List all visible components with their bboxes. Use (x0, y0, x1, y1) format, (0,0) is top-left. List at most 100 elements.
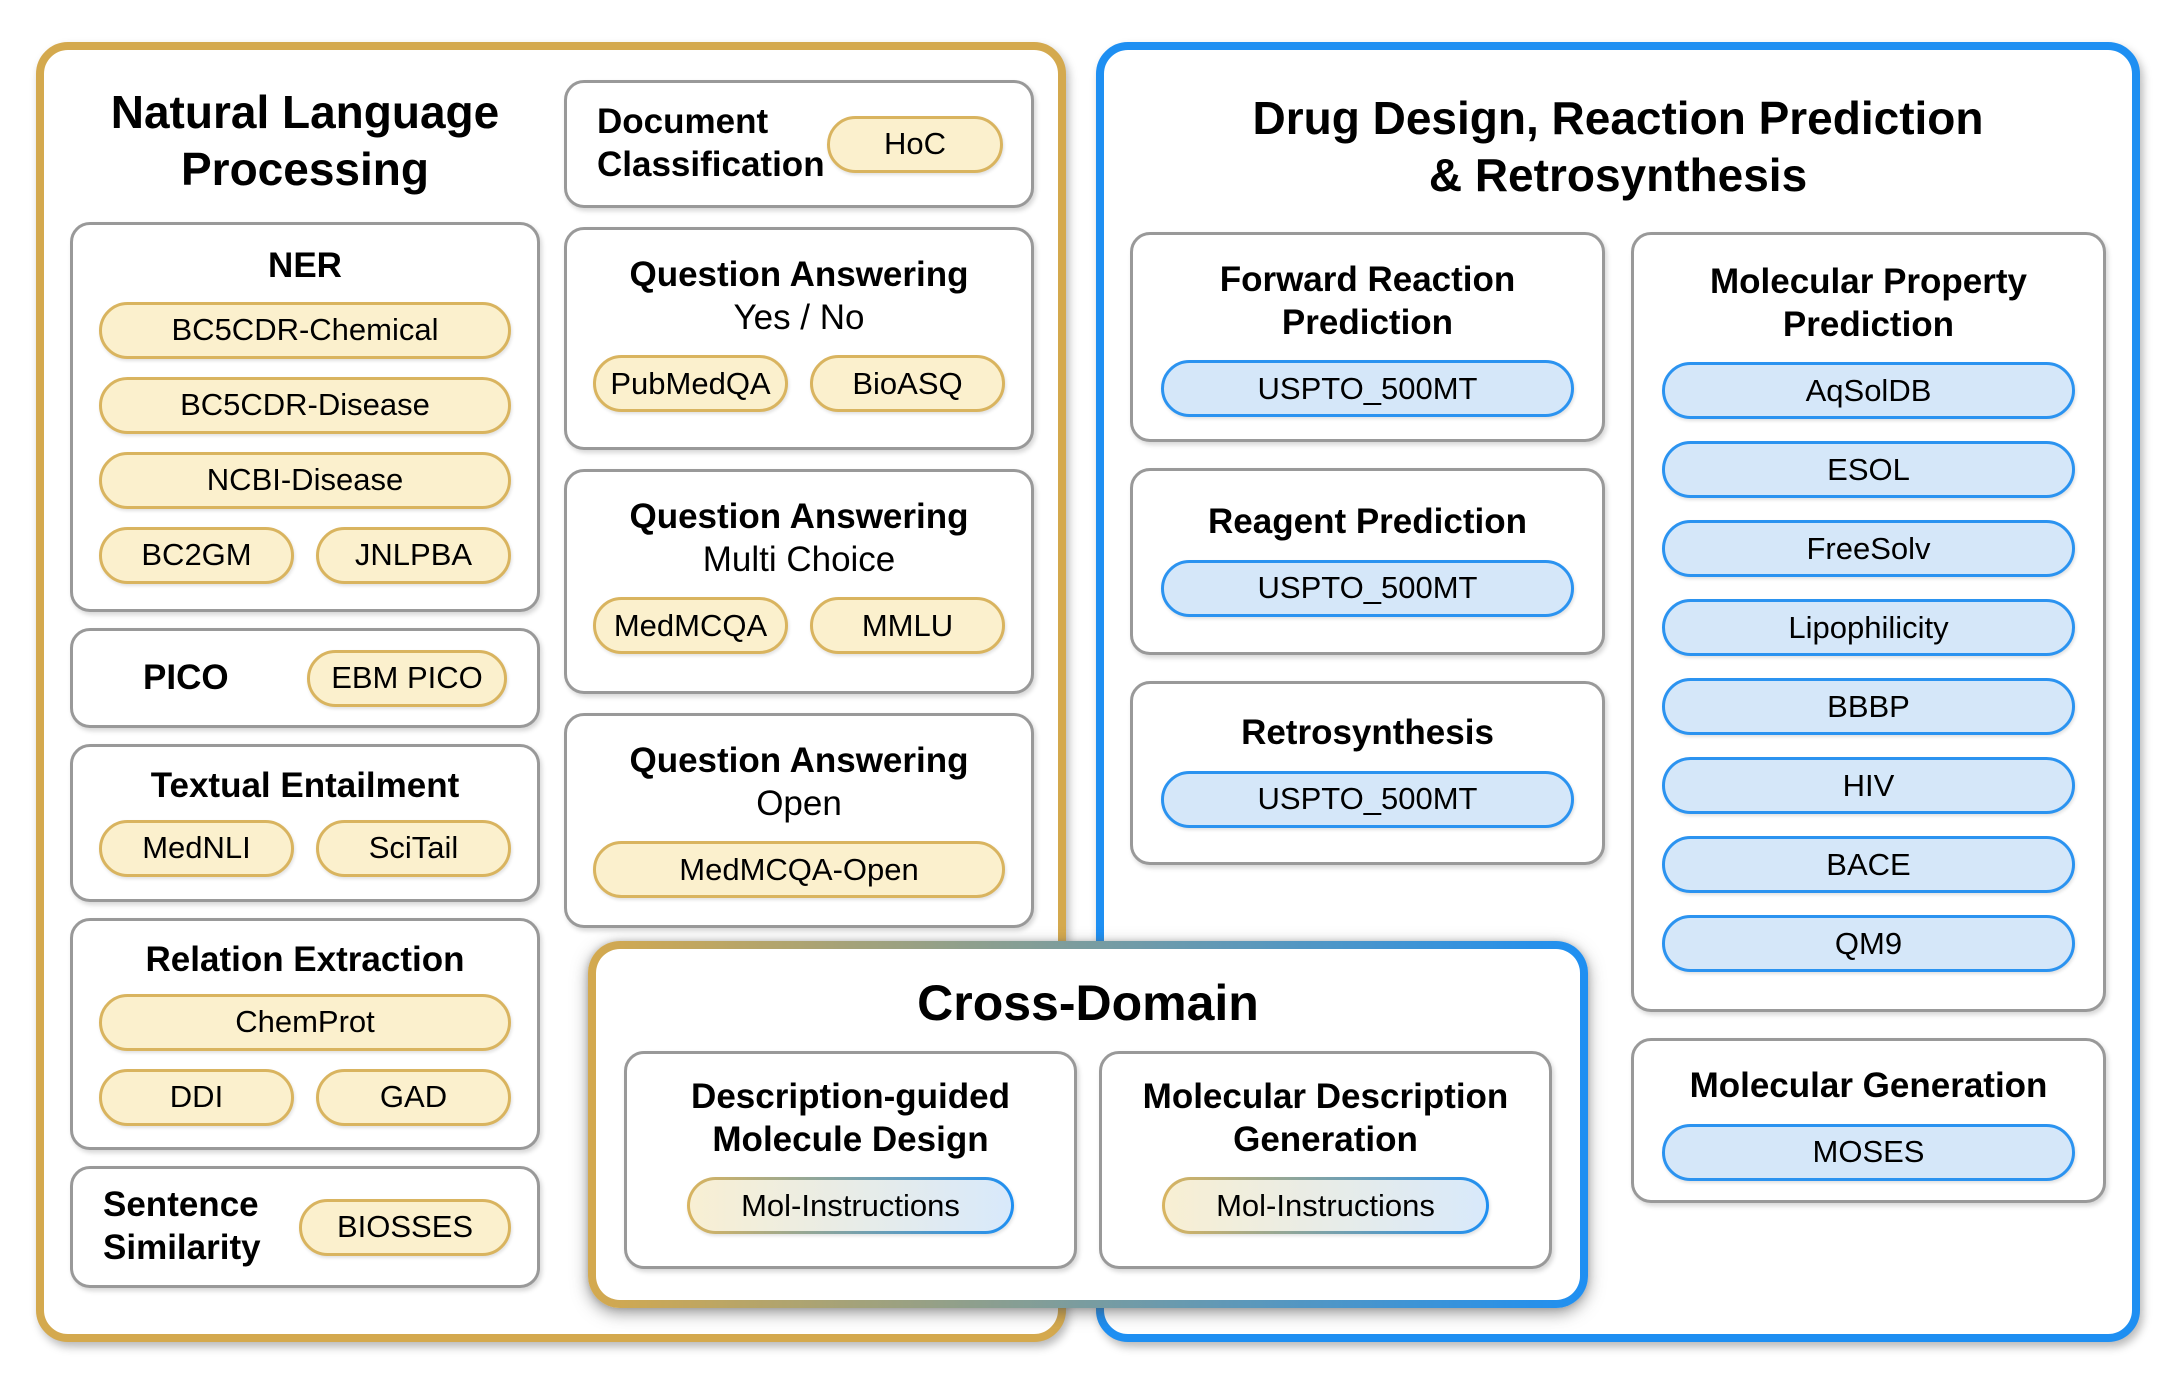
molecule-design-header: Description-guided Molecule Design (651, 1076, 1050, 1161)
description-generation-header: Molecular Description Generation (1126, 1076, 1525, 1161)
molecular-property-header-line2: Prediction (1782, 304, 1955, 344)
drug-design-panel: Drug Design, Reaction Prediction & Retro… (1096, 42, 2140, 1342)
pill-uspto-500mt-forward: USPTO_500MT (1161, 360, 1574, 418)
pill-esol: ESOL (1662, 441, 2075, 499)
nlp-column-1: Natural Language Processing NER BC5CDR-C… (70, 80, 540, 1308)
forward-reaction-pill-stack: USPTO_500MT (1161, 360, 1574, 418)
document-classification-header: Document Classification (597, 101, 825, 186)
nlp-panel: Natural Language Processing NER BC5CDR-C… (36, 42, 1066, 1342)
molecular-generation-pill-stack: MOSES (1662, 1123, 2075, 1181)
molecular-property-header-line1: Molecular Property (1709, 262, 2028, 302)
reagent-prediction-header: Reagent Prediction (1208, 502, 1527, 542)
forward-reaction-header-line1: Forward Reaction (1219, 260, 1516, 300)
pill-ddi: DDI (99, 1068, 294, 1126)
retrosynthesis-header: Retrosynthesis (1241, 713, 1494, 753)
relation-extraction-box: Relation Extraction ChemProt DDI GAD (70, 918, 540, 1151)
relation-extraction-pill-row: DDI GAD (99, 1068, 511, 1126)
drug-column-1: Forward Reaction Prediction USPTO_500MT … (1130, 232, 1605, 1203)
nlp-column-2: Document Classification HoC Question Ans… (564, 80, 1034, 1308)
qa-multi-choice-subheader: Multi Choice (702, 539, 896, 579)
pill-bc5cdr-chemical: BC5CDR-Chemical (99, 301, 511, 359)
relation-extraction-pill-stack: ChemProt DDI GAD (99, 993, 511, 1126)
pill-mednli: MedNLI (99, 819, 294, 877)
retrosynthesis-box: Retrosynthesis USPTO_500MT (1130, 681, 1605, 866)
textual-entailment-header: Textual Entailment (150, 766, 460, 806)
cross-domain-inner: Cross-Domain Description-guided Molecule… (596, 949, 1580, 1300)
qa-yes-no-pill-row: PubMedQA BioASQ (593, 355, 1005, 413)
drug-column-2: Molecular Property Prediction AqSolDB ES… (1631, 232, 2106, 1204)
qa-multi-choice-pill-row: MedMCQA MMLU (593, 597, 1005, 655)
pill-bbbp: BBBP (1662, 678, 2075, 736)
retrosynthesis-pill-stack: USPTO_500MT (1161, 770, 1574, 828)
pico-box: PICO EBM PICO (70, 628, 540, 729)
pill-bioasq: BioASQ (810, 355, 1005, 413)
pill-mol-instructions-description: Mol-Instructions (1162, 1177, 1489, 1234)
qa-open-box: Question Answering Open MedMCQA-Open (564, 713, 1034, 928)
reagent-prediction-pill-stack: USPTO_500MT (1161, 559, 1574, 617)
sentence-similarity-header: Sentence Similarity (103, 1184, 261, 1269)
molecular-property-pill-stack: AqSolDB ESOL FreeSolv Lipophilicity BBBP… (1662, 362, 2075, 973)
pill-mmlu: MMLU (810, 597, 1005, 655)
molecule-design-box: Description-guided Molecule Design Mol-I… (624, 1051, 1077, 1269)
qa-open-pill-stack: MedMCQA-Open (593, 841, 1005, 899)
pill-hiv: HIV (1662, 757, 2075, 815)
cross-domain-columns: Description-guided Molecule Design Mol-I… (624, 1051, 1552, 1269)
pill-ebm-pico: EBM PICO (307, 649, 507, 707)
ner-box: NER BC5CDR-Chemical BC5CDR-Disease NCBI-… (70, 222, 540, 613)
qa-yes-no-box: Question Answering Yes / No PubMedQA Bio… (564, 227, 1034, 450)
molecular-property-box: Molecular Property Prediction AqSolDB ES… (1631, 232, 2106, 1013)
nlp-title-line1: Natural Language (110, 86, 500, 138)
pill-ncbi-disease: NCBI-Disease (99, 451, 511, 509)
cross-domain-title: Cross-Domain (917, 975, 1259, 1031)
relation-extraction-header: Relation Extraction (145, 940, 465, 980)
description-generation-header-line1: Molecular Description (1142, 1077, 1509, 1116)
ner-pill-stack: BC5CDR-Chemical BC5CDR-Disease NCBI-Dise… (99, 301, 511, 584)
drug-design-title: Drug Design, Reaction Prediction & Retro… (1130, 90, 2106, 204)
pill-bc2gm: BC2GM (99, 526, 294, 584)
drug-design-title-line2: & Retrosynthesis (1428, 149, 1808, 202)
sentence-similarity-header-line1: Sentence (103, 1185, 259, 1225)
nlp-title-line2: Processing (181, 143, 429, 196)
pill-freesolv: FreeSolv (1662, 520, 2075, 578)
drug-design-title-line1: Drug Design, Reaction Prediction (1252, 92, 1984, 144)
molecule-design-header-line1: Description-guided (691, 1077, 1010, 1116)
description-generation-box: Molecular Description Generation Mol-Ins… (1099, 1051, 1552, 1269)
forward-reaction-box: Forward Reaction Prediction USPTO_500MT (1130, 232, 1605, 443)
pill-qm9: QM9 (1662, 915, 2075, 973)
qa-multi-choice-box: Question Answering Multi Choice MedMCQA … (564, 469, 1034, 694)
sentence-similarity-header-line2: Similarity (103, 1228, 261, 1268)
qa-open-header: Question Answering (629, 741, 969, 780)
pill-aqsoldb: AqSolDB (1662, 362, 2075, 420)
forward-reaction-header-line2: Prediction (1281, 302, 1454, 342)
ner-pill-row: BC2GM JNLPBA (99, 526, 511, 584)
nlp-title: Natural Language Processing (70, 84, 540, 198)
qa-yes-no-header: Question Answering (629, 255, 969, 294)
pill-bc5cdr-disease: BC5CDR-Disease (99, 376, 511, 434)
ner-header: NER (268, 246, 342, 286)
cross-domain-panel: Cross-Domain Description-guided Molecule… (588, 941, 1588, 1308)
qa-yes-no-subheader: Yes / No (733, 297, 865, 337)
pill-mol-instructions-design: Mol-Instructions (687, 1177, 1014, 1234)
description-generation-header-line2: Generation (1233, 1119, 1418, 1159)
pill-uspto-500mt-retro: USPTO_500MT (1161, 770, 1574, 828)
pill-pubmedqa: PubMedQA (593, 355, 788, 413)
pill-biosses: BIOSSES (299, 1198, 511, 1256)
pill-uspto-500mt-reagent: USPTO_500MT (1161, 559, 1574, 617)
textual-entailment-box: Textual Entailment MedNLI SciTail (70, 744, 540, 903)
pill-lipophilicity: Lipophilicity (1662, 599, 2075, 657)
pill-bace: BACE (1662, 836, 2075, 894)
document-classification-header-line1: Document (597, 102, 769, 142)
forward-reaction-header: Forward Reaction Prediction (1161, 259, 1574, 344)
reagent-prediction-box: Reagent Prediction USPTO_500MT (1130, 468, 1605, 656)
molecular-generation-box: Molecular Generation MOSES (1631, 1038, 2106, 1204)
document-classification-box: Document Classification HoC (564, 80, 1034, 208)
qa-multi-choice-pill-stack: MedMCQA MMLU (593, 597, 1005, 655)
pill-jnlpba: JNLPBA (316, 526, 511, 584)
drug-columns: Forward Reaction Prediction USPTO_500MT … (1130, 232, 2106, 1204)
pill-moses: MOSES (1662, 1123, 2075, 1181)
pill-gad: GAD (316, 1068, 511, 1126)
textual-entailment-pill-stack: MedNLI SciTail (99, 819, 511, 877)
document-classification-header-line2: Classification (597, 145, 825, 184)
pico-header: PICO (143, 657, 229, 697)
